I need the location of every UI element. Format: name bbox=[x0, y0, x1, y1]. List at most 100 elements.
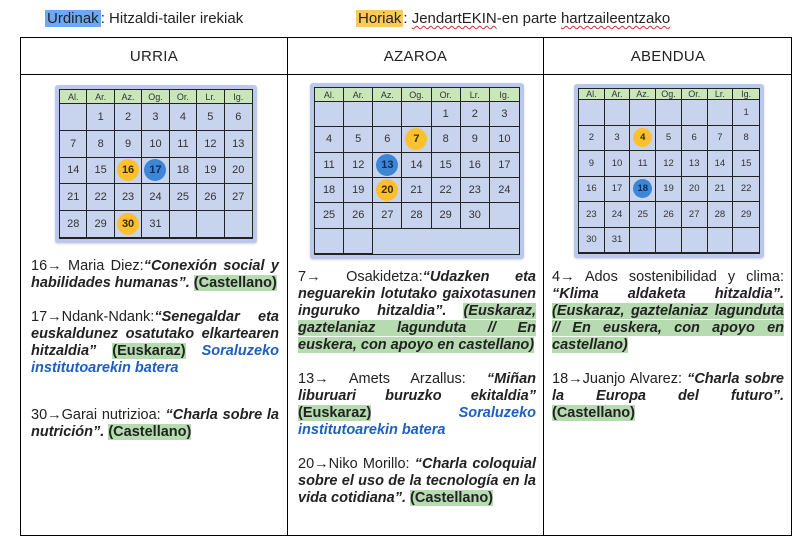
weekday-header: Ar. bbox=[344, 88, 374, 102]
calendar-day: 20 bbox=[224, 158, 252, 185]
calendar-day: 19 bbox=[344, 178, 374, 204]
calendar-day: 9 bbox=[579, 151, 605, 177]
calendar-day: 24 bbox=[489, 178, 519, 204]
legend-orange-brand: JendartEKIN bbox=[411, 10, 497, 27]
calendar-day: 9 bbox=[114, 130, 143, 158]
calendar-day: 7 bbox=[60, 130, 88, 158]
event-note: 16→ Maria Diez:“Conexión social y habili… bbox=[31, 258, 279, 292]
calendar-day: 23 bbox=[114, 184, 143, 212]
legend-orange-text-2: -en parte bbox=[496, 10, 561, 27]
column-header-abendua: ABENDUA bbox=[544, 38, 792, 75]
calendar-empty-cell bbox=[60, 104, 88, 131]
calendar-day: 6 bbox=[681, 125, 708, 151]
legend-orange-text-1: : bbox=[403, 10, 412, 27]
calendar-empty-cell bbox=[707, 227, 734, 253]
event-note: 13→ Amets Arzallus: “Miñan liburuari bur… bbox=[298, 371, 536, 439]
event-note: 17→Ndank-Ndank:“Senegaldar eta euskaldun… bbox=[31, 309, 279, 377]
calendar-day: 21 bbox=[402, 178, 432, 204]
calendar-empty-cell bbox=[402, 102, 432, 128]
calendar-day: 30 bbox=[579, 227, 605, 253]
calendar-empty-cell bbox=[315, 228, 345, 254]
calendar-empty-cell bbox=[315, 102, 345, 128]
calendar-day: 20 bbox=[681, 176, 708, 202]
weekday-header: Lr. bbox=[197, 90, 225, 104]
calendar-day: 31 bbox=[142, 211, 170, 238]
calendar-day: 25 bbox=[315, 203, 345, 229]
event-language: (Euskaraz) bbox=[112, 343, 186, 359]
event-title: “Miñan liburuari buruzko ekitaldia” bbox=[298, 371, 536, 404]
calendar-day: 13 bbox=[373, 152, 403, 178]
calendar-day: 16 bbox=[114, 157, 143, 185]
calendar-day: 16 bbox=[460, 152, 490, 178]
event-date-speaker: 20→Niko Morillo: bbox=[298, 456, 415, 472]
calendar-day: 15 bbox=[87, 157, 115, 185]
event-marker-orange: 20 bbox=[376, 179, 399, 202]
legend-orange: Horiak: JendartEKIN-en parte hartzaileen… bbox=[356, 10, 670, 27]
calendar-day: 2 bbox=[460, 102, 490, 128]
weekday-header: Lr. bbox=[460, 88, 490, 102]
calendar-day: 25 bbox=[169, 184, 198, 212]
event-date-speaker: 30→Garai nutrizioa: bbox=[31, 407, 166, 423]
column-header-urria: URRIA bbox=[21, 38, 287, 75]
calendar-empty-cell bbox=[656, 100, 682, 126]
calendar-day: 29 bbox=[733, 202, 759, 228]
calendar-empty-cell bbox=[707, 100, 734, 126]
calendar-day: 18 bbox=[315, 178, 345, 204]
event-marker-orange: 4 bbox=[633, 128, 653, 148]
event-language: (Castellano) bbox=[108, 424, 192, 440]
column-divider bbox=[287, 38, 288, 535]
calendar-day: 26 bbox=[656, 202, 682, 228]
weekday-header: Ig. bbox=[733, 89, 759, 100]
calendar-day: 19 bbox=[656, 176, 682, 202]
calendar-day: 30 bbox=[460, 203, 490, 229]
event-language: (Euskaraz, gaztelaniaz lagunduta // En e… bbox=[552, 303, 784, 353]
calendar-day: 18 bbox=[169, 157, 198, 185]
calendar-day: 27 bbox=[681, 202, 708, 228]
event-note: 30→Garai nutrizioa: “Charla sobre la nut… bbox=[31, 407, 279, 441]
calendar-day: 28 bbox=[60, 211, 88, 238]
calendar-day: 17 bbox=[142, 157, 170, 185]
calendar-day: 10 bbox=[142, 130, 170, 158]
calendar-day: 13 bbox=[224, 131, 252, 158]
calendar-day: 1 bbox=[87, 104, 115, 131]
calendar-day: 14 bbox=[707, 151, 734, 177]
calendar-day: 20 bbox=[373, 178, 403, 204]
calendar-day: 11 bbox=[315, 152, 345, 178]
calendar-day: 4 bbox=[315, 127, 345, 153]
column-header-azaroa: AZAROA bbox=[288, 38, 543, 75]
legend-orange-key: Horiak bbox=[356, 10, 404, 27]
event-language: (Castellano) bbox=[193, 275, 277, 291]
weekday-header: Ar. bbox=[604, 89, 631, 100]
calendar-day: 29 bbox=[431, 203, 461, 229]
event-date-speaker: 4→ Ados sostenibilidad y clima: bbox=[552, 269, 784, 285]
weekday-header: Al. bbox=[60, 90, 88, 104]
event-title: “Charla coloquial sobre el uso de la tec… bbox=[298, 456, 536, 506]
calendar-day: 21 bbox=[707, 176, 734, 202]
calendar-day: 6 bbox=[373, 127, 403, 153]
calendar-empty-cell bbox=[630, 227, 657, 253]
calendar-day: 5 bbox=[197, 104, 225, 131]
calendar-day: 10 bbox=[489, 127, 519, 153]
calendar-day: 11 bbox=[630, 151, 657, 177]
calendar-empty-cell bbox=[489, 203, 519, 229]
legend-blue-key: Urdinak bbox=[45, 10, 101, 27]
calendar-empty-cell bbox=[224, 211, 252, 238]
calendar-day: 15 bbox=[431, 152, 461, 178]
calendar-day: 12 bbox=[656, 151, 682, 177]
notes-abendua: 4→ Ados sostenibilidad y clima: “Klima a… bbox=[552, 269, 784, 439]
calendar-empty-cell bbox=[169, 211, 198, 238]
calendar-day: 8 bbox=[431, 127, 461, 153]
event-venue: Soraluzeko institutoarekin batera bbox=[31, 343, 279, 376]
weekday-header: Al. bbox=[579, 89, 605, 100]
calendar-day: 5 bbox=[656, 125, 682, 151]
calendar-day: 22 bbox=[733, 177, 759, 202]
calendar-day: 23 bbox=[460, 178, 490, 204]
weekday-header: Og. bbox=[402, 88, 432, 102]
weekday-header: Or. bbox=[431, 88, 461, 102]
calendar-day: 4 bbox=[169, 104, 198, 131]
